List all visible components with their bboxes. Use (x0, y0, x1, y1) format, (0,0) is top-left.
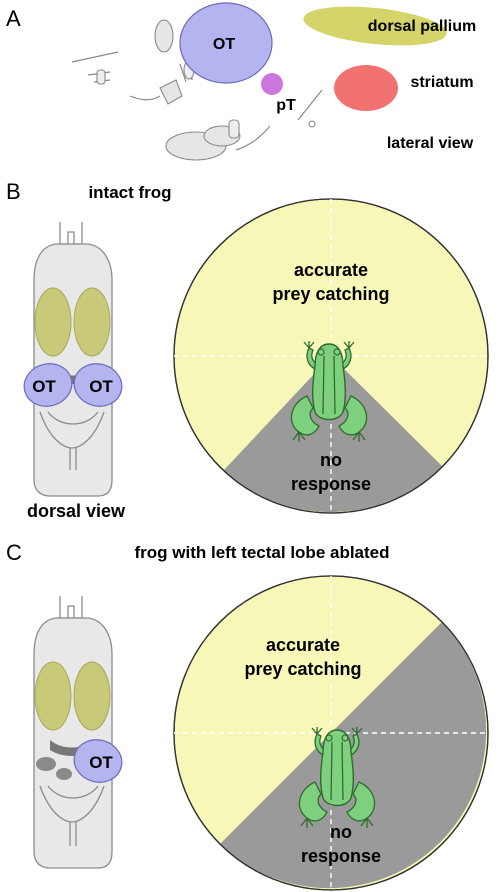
striatum (334, 65, 398, 111)
optic-tectum-remaining (73, 739, 123, 783)
optic-tectum-left (23, 363, 73, 407)
panel-letter-c: C (6, 540, 22, 565)
pretectum-nucleus (261, 73, 283, 95)
ot-remaining-label: OT (89, 753, 113, 772)
no-response-zone-ablated (220, 622, 487, 889)
panel-letter-a: A (6, 6, 21, 31)
optic-tectum-right (73, 363, 123, 407)
panel-letter-b: B (6, 179, 21, 204)
panel-b-title: intact frog (88, 183, 171, 202)
no-response-label-c-line1: no (330, 822, 352, 842)
accurate-label-c-line1: accurate (266, 635, 340, 655)
dorsal-pallium-label: dorsal pallium (368, 18, 476, 35)
accurate-label-c-line2: prey catching (244, 659, 361, 679)
dorsal-brain-intact (33, 222, 113, 497)
dorsal-view-label: dorsal view (27, 501, 126, 521)
striatum-label: striatum (410, 74, 473, 91)
no-response-label-b-line1: no (320, 450, 342, 470)
dorsal-brain-ablated (33, 596, 113, 869)
lateral-view-label: lateral view (387, 135, 474, 152)
ot-right-label: OT (89, 377, 113, 396)
no-response-label-b-line2: response (291, 474, 371, 494)
pt-label: pT (276, 97, 296, 114)
optic-tectum-lateral (179, 2, 273, 84)
ot-left-label: OT (32, 377, 56, 396)
panel-c-title: frog with left tectal lobe ablated (134, 543, 389, 562)
accurate-label-b-line1: accurate (294, 260, 368, 280)
no-response-zone-intact (224, 356, 442, 513)
accurate-label-b-line2: prey catching (272, 284, 389, 304)
dorsal-pallium (303, 6, 447, 46)
no-response-label-c-line2: response (301, 846, 381, 866)
ot-label-lateral: OT (213, 36, 235, 53)
